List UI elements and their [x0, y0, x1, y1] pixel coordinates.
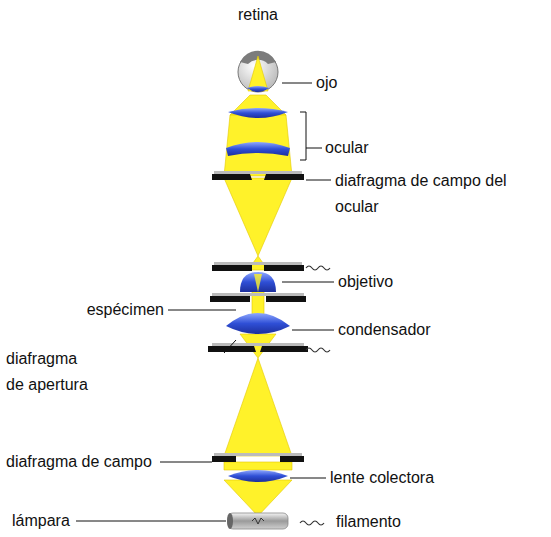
aperture-diaphragm	[208, 343, 308, 352]
specimen-slide	[210, 293, 306, 302]
wavy-mark	[300, 266, 330, 525]
part-label: objetivo	[338, 269, 393, 295]
part-label: diafragma de campo	[6, 449, 152, 475]
part-label: ojo	[316, 70, 337, 96]
part-label: lámpara	[12, 508, 70, 534]
part-label: diafragma de apertura	[6, 346, 98, 398]
part-label: lente colectora	[330, 465, 434, 491]
part-label: condensador	[338, 317, 431, 343]
part-label: espécimen	[87, 297, 164, 323]
lamp	[227, 513, 288, 529]
ocular-lens	[228, 108, 288, 118]
ocular-field-diaphragm	[212, 171, 304, 180]
field-diaphragm	[212, 453, 304, 462]
condenser-lens	[226, 313, 290, 334]
eye	[238, 51, 278, 92]
objective	[212, 262, 304, 292]
part-label: diafragma de campo del ocular	[335, 168, 515, 220]
light-beam	[224, 95, 292, 516]
part-label: filamento	[336, 509, 401, 535]
ocular-lens	[226, 142, 290, 156]
part-label: retina	[238, 2, 278, 28]
collector-lens	[228, 470, 288, 482]
part-label: ocular	[325, 135, 369, 161]
